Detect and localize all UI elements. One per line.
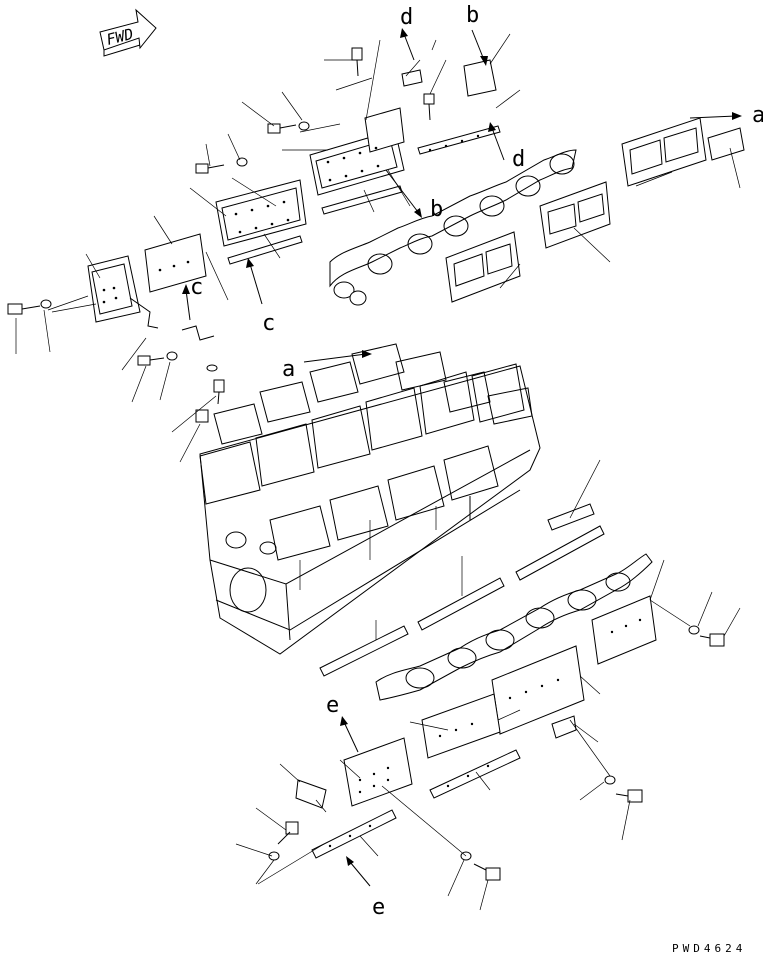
callout-c-lower: c (262, 311, 275, 336)
callout-d-upper: d (400, 5, 413, 30)
engine-block (199, 343, 541, 655)
callout-e-lower: e (372, 895, 385, 920)
fwd-direction-arrow: FWD (99, 8, 157, 57)
callout-b-lower: b (430, 197, 443, 222)
lower-exhaust-cover-assembly (235, 459, 741, 911)
callout-a-right: a (752, 103, 763, 128)
callout-c-upper: c (190, 275, 203, 300)
drawing-code: PWD4624 (672, 942, 746, 955)
callout-e-upper: e (326, 693, 339, 718)
fwd-label: FWD (105, 25, 136, 49)
upper-exhaust-manifold (329, 112, 745, 306)
callout-labels: d b d b a a c c e e (190, 3, 763, 920)
upper-exhaust-cover-assembly (7, 28, 521, 463)
callout-a-engine: a (282, 357, 295, 382)
callout-b-upper: b (466, 3, 479, 28)
callout-d-lower: d (512, 147, 525, 172)
